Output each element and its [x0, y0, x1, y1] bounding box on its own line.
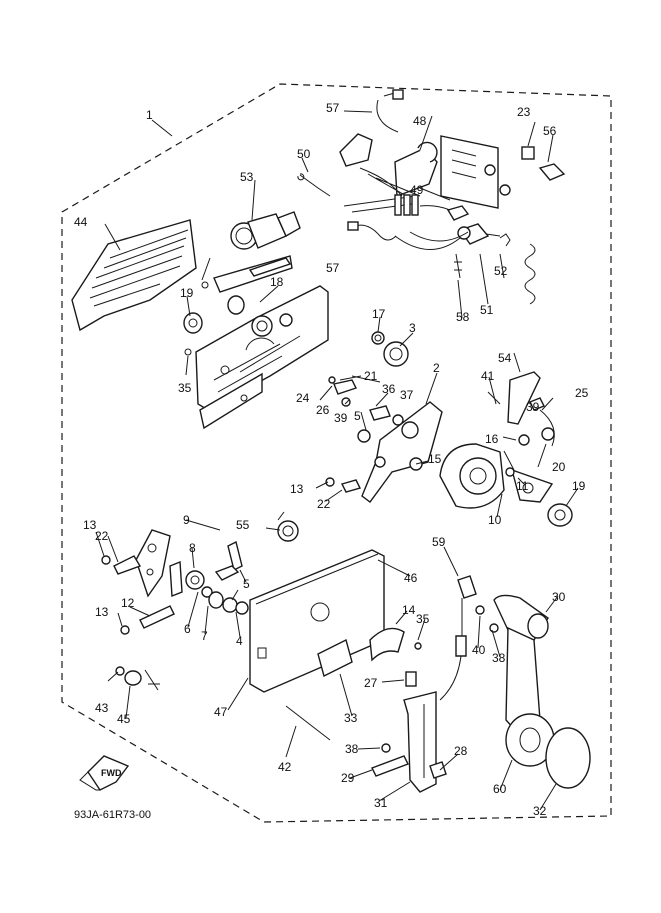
callout-57: 57	[326, 101, 340, 115]
callout-32: 32	[533, 804, 547, 818]
callout-5: 5	[354, 409, 361, 423]
bracket-and-bushing	[183, 255, 293, 334]
callout-3: 3	[409, 321, 416, 335]
callout-49: 49	[410, 183, 424, 197]
main-harness-plug	[230, 211, 301, 250]
callout-50: 50	[297, 147, 311, 161]
control-housing	[249, 549, 405, 693]
callout-43: 43	[95, 701, 109, 715]
callout-33: 33	[344, 711, 358, 725]
callout-36: 36	[382, 382, 396, 396]
control-handle	[414, 575, 591, 789]
lower-bracket-group	[285, 671, 447, 793]
control-box-plate	[184, 285, 329, 430]
callout-27: 27	[364, 676, 378, 690]
callout-19b: 19	[572, 479, 586, 493]
callout-44: 44	[74, 215, 88, 229]
callout-10: 10	[488, 513, 502, 527]
callout-41: 41	[481, 369, 495, 383]
rear-cover-grille	[71, 219, 197, 332]
return-spring	[277, 511, 299, 542]
callout-labels: 1 2 3 4 5 5 6 7 8 9 10 11 12 13 13 13 14…	[74, 101, 589, 818]
callout-24: 24	[296, 391, 310, 405]
callout-35: 35	[178, 381, 192, 395]
callout-48: 48	[413, 114, 427, 128]
callout-53: 53	[240, 170, 254, 184]
callout-13b: 13	[83, 518, 97, 532]
callout-60: 60	[493, 782, 507, 796]
leader-lines	[95, 110, 579, 811]
callout-20: 20	[552, 460, 566, 474]
callout-12: 12	[121, 596, 135, 610]
callout-45: 45	[117, 712, 131, 726]
callout-19: 19	[180, 286, 194, 300]
callout-13: 13	[290, 482, 304, 496]
callout-46: 46	[404, 571, 418, 585]
callout-40: 40	[472, 643, 486, 657]
callout-37: 37	[400, 388, 414, 402]
callout-58: 58	[456, 310, 470, 324]
callout-22b: 22	[95, 529, 109, 543]
fwd-label: FWD	[101, 768, 122, 778]
callout-59: 59	[432, 535, 446, 549]
callout-6: 6	[184, 622, 191, 636]
callout-17: 17	[372, 307, 386, 321]
callout-51: 51	[480, 303, 494, 317]
wiring-harness-group	[297, 89, 566, 305]
callout-7: 7	[201, 629, 208, 643]
callout-26: 26	[316, 403, 330, 417]
callout-35b: 35	[416, 612, 430, 626]
diagram-code: 93JA-61R73-00	[74, 809, 151, 821]
callout-47: 47	[214, 705, 228, 719]
callout-30: 30	[552, 590, 566, 604]
callout-16: 16	[485, 432, 499, 446]
callout-42: 42	[278, 760, 292, 774]
callout-57b: 57	[326, 261, 340, 275]
callout-2: 2	[433, 361, 440, 375]
callout-31: 31	[374, 796, 388, 810]
callout-8: 8	[189, 541, 196, 555]
callout-52: 52	[494, 264, 508, 278]
callout-5b: 5	[243, 577, 250, 591]
forward-direction-badge: FWD	[79, 755, 130, 791]
callout-29: 29	[341, 771, 355, 785]
callout-9: 9	[183, 513, 190, 527]
callout-21: 21	[364, 369, 378, 383]
throttle-drum	[409, 371, 573, 527]
callout-11: 11	[516, 479, 529, 493]
callout-1: 1	[146, 108, 153, 122]
lower-linkage-group	[101, 529, 249, 691]
callout-23: 23	[517, 105, 531, 119]
callout-22: 22	[317, 497, 331, 511]
callout-38: 38	[492, 651, 506, 665]
callout-54: 54	[498, 351, 512, 365]
callout-4: 4	[236, 634, 243, 648]
callout-56: 56	[543, 124, 557, 138]
callout-39: 39	[334, 411, 348, 425]
callout-38b: 38	[345, 742, 359, 756]
callout-18: 18	[270, 275, 284, 289]
callout-39b: 39	[526, 400, 540, 414]
callout-13c: 13	[95, 605, 109, 619]
shift-lever-group	[325, 331, 443, 503]
callout-14: 14	[402, 603, 416, 617]
callout-25: 25	[575, 386, 589, 400]
assembly-outline	[61, 83, 612, 823]
callout-28: 28	[454, 744, 468, 758]
callout-55: 55	[236, 518, 250, 532]
callout-15: 15	[428, 452, 442, 466]
